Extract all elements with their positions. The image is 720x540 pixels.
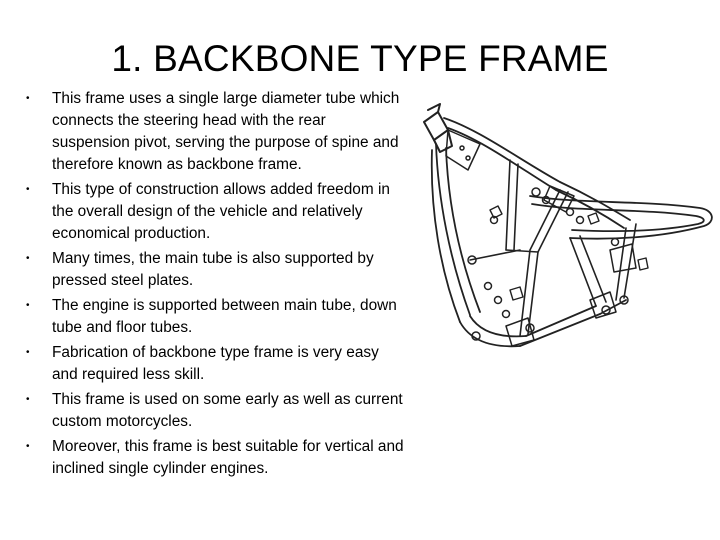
bullet-text: Many times, the main tube is also suppor… xyxy=(52,250,374,289)
list-item: • This frame is used on some early as we… xyxy=(26,389,406,433)
list-item: • This frame uses a single large diamete… xyxy=(26,88,406,176)
list-item: • This type of construction allows added… xyxy=(26,179,406,245)
list-item: • The engine is supported between main t… xyxy=(26,295,406,339)
slide-title: 1. BACKBONE TYPE FRAME xyxy=(111,37,609,79)
bullet-list: • This frame uses a single large diamete… xyxy=(26,88,406,483)
motorcycle-frame-icon xyxy=(410,100,720,390)
bullet-marker: • xyxy=(26,394,30,405)
bullet-marker: • xyxy=(26,253,30,264)
bullet-marker: • xyxy=(26,347,30,358)
bullet-marker: • xyxy=(26,184,30,195)
bullet-marker: • xyxy=(26,441,30,452)
bullet-marker: • xyxy=(26,300,30,311)
bullet-text: Fabrication of backbone type frame is ve… xyxy=(52,344,379,383)
list-item: • Moreover, this frame is best suitable … xyxy=(26,436,406,480)
bullet-text: Moreover, this frame is best suitable fo… xyxy=(52,438,404,477)
bullet-text: This type of construction allows added f… xyxy=(52,181,390,242)
bullet-text: The engine is supported between main tub… xyxy=(52,297,397,336)
bullet-text: This frame is used on some early as well… xyxy=(52,391,403,430)
bullet-marker: • xyxy=(26,93,30,104)
list-item: • Many times, the main tube is also supp… xyxy=(26,248,406,292)
bullet-text: This frame uses a single large diameter … xyxy=(52,90,400,173)
list-item: • Fabrication of backbone type frame is … xyxy=(26,342,406,386)
